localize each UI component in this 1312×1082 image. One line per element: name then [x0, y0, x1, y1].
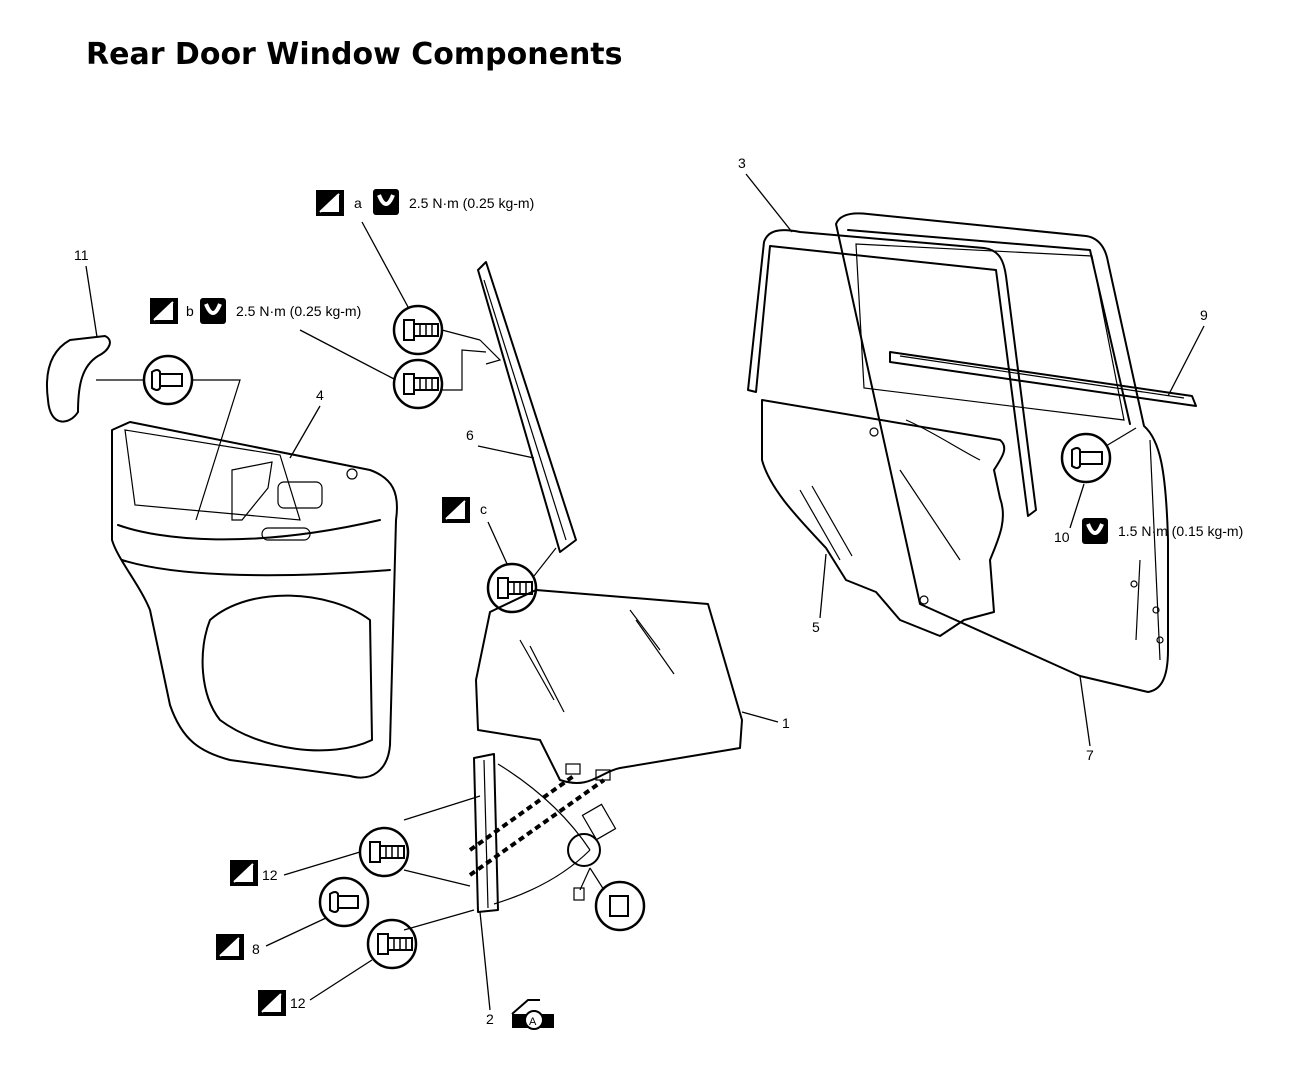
leader-6	[477, 445, 535, 459]
leader-11	[85, 265, 98, 338]
replace-part-icon	[229, 859, 259, 887]
fastener-c-label: c	[441, 496, 487, 524]
callout-11: 11	[74, 247, 89, 263]
regulator-motor-connector-magnifier	[589, 867, 646, 932]
callout-3: 3	[738, 155, 746, 171]
replace-part-icon	[215, 933, 245, 961]
trim-screw-magnifier	[96, 354, 241, 521]
leader-2	[479, 911, 491, 1011]
callout-6: 6	[466, 427, 474, 443]
callout-12-upper: 12	[262, 867, 278, 883]
part-6-glass-guide	[477, 261, 577, 553]
callout-2: 2	[486, 1011, 494, 1027]
replace-part-icon	[441, 496, 471, 524]
page-title: Rear Door Window Components	[86, 37, 623, 72]
callout-10: 10	[1054, 529, 1070, 545]
replace-part-icon	[149, 297, 179, 325]
callout-7: 7	[1086, 747, 1094, 763]
torque-value-b: 2.5 N·m (0.25 kg-m)	[236, 303, 361, 319]
fastener-a-label: a 2.5 N·m (0.25 kg-m)	[315, 187, 534, 217]
replace-part-icon	[315, 189, 345, 217]
bolt-12-lower-magnifier	[366, 918, 418, 970]
torque-label-10: 1.5 N·m (0.15 kg-m)	[1080, 516, 1243, 546]
callout-8: 8	[252, 941, 260, 957]
part-11-handle-cover	[46, 335, 111, 423]
part-1-door-glass	[475, 589, 743, 784]
screw-8-magnifier	[318, 876, 370, 928]
torque-icon	[371, 187, 401, 217]
torque-icon	[198, 296, 228, 326]
part-7-rear-door	[835, 212, 1169, 693]
leader-8	[265, 917, 327, 947]
callout-1: 1	[782, 715, 790, 731]
screw-a-magnifier	[392, 304, 481, 356]
leader-12-lower	[309, 959, 373, 1001]
leader-10	[1069, 483, 1085, 529]
fastener-ref-a: a	[354, 195, 362, 211]
leader-b	[299, 329, 397, 381]
callout-12-lower: 12	[290, 995, 306, 1011]
part-9-belt-molding	[889, 351, 1197, 407]
leader-a	[361, 221, 415, 319]
leader-3	[745, 173, 793, 233]
leader-7	[1079, 675, 1091, 747]
grease-gun-icon: A	[511, 999, 554, 1030]
grease-symbol: A	[529, 1016, 537, 1028]
callout-9: 9	[1200, 307, 1208, 323]
leader-4	[289, 405, 321, 459]
torque-value-a: 2.5 N·m (0.25 kg-m)	[409, 195, 534, 211]
fastener-ref-b: b	[186, 303, 194, 319]
torque-icon	[1080, 516, 1110, 546]
part-5-sealing-cover	[761, 399, 1006, 637]
part-3-weatherstrip	[747, 229, 1037, 517]
torque-value-10: 1.5 N·m (0.15 kg-m)	[1118, 523, 1243, 539]
part-4-door-trim	[111, 421, 398, 779]
replace-part-icon	[257, 989, 287, 1017]
leader-c	[487, 521, 509, 567]
leader-9	[1167, 325, 1205, 397]
callout-4: 4	[316, 387, 324, 403]
fastener-ref-c: c	[480, 501, 487, 517]
screw-b-magnifier	[392, 349, 487, 410]
leader-1	[741, 711, 779, 723]
leader-5	[819, 553, 827, 619]
callout-5: 5	[812, 619, 820, 635]
screw-c-magnifier	[486, 547, 557, 614]
bolt-12-upper-magnifier	[358, 826, 410, 878]
leader-12-upper	[283, 851, 361, 876]
screw-10-magnifier	[1060, 427, 1137, 484]
part-2-window-regulator	[403, 753, 617, 913]
fastener-b-label: b 2.5 N·m (0.25 kg-m)	[149, 296, 361, 326]
